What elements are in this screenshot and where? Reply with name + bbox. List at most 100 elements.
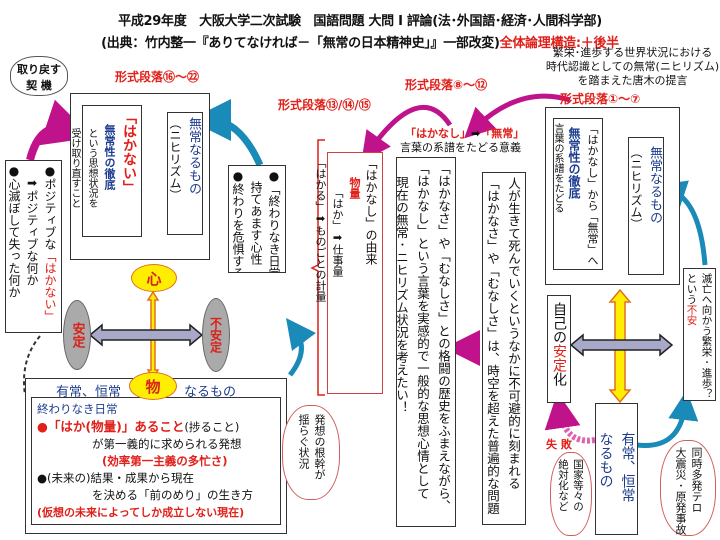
tettei-text: 無常性の徹底 — [567, 127, 581, 199]
antei-ellipse: 安定 — [63, 300, 91, 370]
hakanai-box: 「はかない」 無常性の徹底 という思想状況を 受け取り直すこと — [69, 105, 142, 237]
text: 「はかなさ」や「むなしさ」との格闘の歴史をふまえながら、 — [436, 162, 451, 512]
positive-box: ●ポジティブな「はかない」 ➡ポジティブな何か ●心滅ぼして失った何か — [5, 160, 62, 333]
text: (効率第一主義の多忙さ) — [102, 454, 228, 468]
text: (仮想の未来によってしか成立しない現在) — [37, 506, 245, 519]
magenta-curve-arrow-2 — [361, 104, 453, 163]
text: 有常、恒常 — [619, 432, 636, 502]
text: 人が生きて死んでいくというなかに不可避的に刻まれる — [506, 177, 521, 490]
magenta-curve-arrow-3 — [464, 93, 571, 139]
text: 自己の — [551, 302, 567, 344]
text: 無常なるもの — [186, 117, 201, 195]
tettei-box-right: 「はかなし」から「無常」へ 無常性の徹底 言葉の系譜をたどる — [552, 118, 603, 270]
text: 時代認識としての無常(ニヒリズム) — [545, 60, 720, 73]
text: 無常なるもの — [647, 146, 662, 224]
text: 「はかなさ」や「むなしさ」は、時空を超えた普遍的な問題 — [485, 177, 500, 515]
text: 大震災･原発事故 — [674, 447, 687, 535]
text: 繁栄･進歩する世界状況における — [552, 46, 713, 59]
narumono-label: なるもの — [184, 385, 237, 400]
text: 受け取り直すこと — [69, 128, 80, 208]
arrow-icon: ➡ — [471, 127, 481, 140]
text: 国家等々の — [572, 459, 584, 512]
text: 「はか」➡仕事量 — [329, 157, 345, 389]
text: （ニヒリズム） — [168, 117, 182, 201]
text: ●「はか(物量)」あること — [37, 419, 185, 434]
title-line-1: 平成29年度 大阪大学二次試験 国語問題 大問 Ⅰ 評論(法･外国語･経済･人間… — [118, 14, 602, 29]
yujo-label: 有常、恒常 — [56, 385, 122, 400]
text: 化 — [551, 372, 567, 386]
left-cross-arrows — [88, 290, 204, 380]
text: が第一義的に求められる発想 — [92, 437, 242, 451]
text: を決める「前のめり」の生き方 — [92, 488, 253, 502]
section-label-13-15: 形式段落⑬/⑭/⑮ — [278, 98, 371, 112]
magenta-curve-arrow — [26, 99, 93, 162]
text: ➡ポジティブな何か — [25, 164, 39, 286]
text: なるもの — [597, 432, 614, 488]
owari-naki-nichijo-box: 終わりなき日常 ●「はか(物量)」あること(捗ること) が第一義的に求められる発… — [31, 397, 281, 525]
right-cross-arrows — [569, 288, 674, 404]
text: という不安 — [685, 273, 700, 400]
text: 同時多発テロ — [690, 447, 703, 513]
mono-ellipse: 物 — [129, 372, 177, 400]
title-line-2: (出典：竹内整一『ありてなければ－「無常の日本精神史」』一部改変)全体論理構造:… — [0, 32, 720, 51]
fuan-text: 不安 — [685, 304, 698, 326]
text: 持てあます心性 — [249, 169, 263, 265]
text: ●「終わりなき日常」を — [267, 169, 281, 273]
box-title: 終わりなき日常 — [37, 402, 118, 416]
cloud-disaster: 同時多発テロ大震災･原発事故 — [660, 440, 716, 536]
text: を踏まえた唐木の提言 — [577, 74, 688, 87]
text: 安定 — [551, 344, 567, 372]
caption-keyword: 「はかなし」➡「無常」 — [405, 125, 524, 141]
kokoro-ellipse: 心 — [131, 264, 177, 292]
teal-curve-arrow — [189, 99, 264, 167]
section-label-16-22: 形式段落⑯～㉒ — [115, 70, 200, 84]
text: ●心滅ぼして失った何か — [7, 164, 21, 298]
text: ●ポジティブな「はかない」 — [42, 164, 59, 329]
cloud-nation: 国家等々の絶対化など — [550, 452, 592, 536]
text: 現在の無常･ニヒリズム状況を考えたい！ — [394, 176, 409, 414]
yujo-box-right: 有常、恒常なるもの — [595, 403, 638, 535]
section-label-1-7: 形式段落①～⑦ — [560, 92, 641, 106]
jiko-antei-box: 自己の安定化 — [547, 295, 571, 403]
butsuryo-label: 物量 — [348, 177, 361, 199]
origin-box: 「はかなし」の由来 物量 「はか」➡仕事量 「はかる」➡ものごとの計量 — [314, 152, 383, 394]
failure-label: 失 敗 — [546, 438, 572, 451]
text: 「はかる」➡ものごとの計量 — [314, 157, 327, 302]
text: 「はかない」 — [43, 250, 57, 322]
mujo-box-right: 無常なるもの （ニヒリズム） — [628, 137, 664, 275]
text: 「はかなし」 — [405, 127, 471, 140]
text: 発想の根幹が — [313, 414, 326, 480]
text: ●(未来の)結果・成果から現在 — [37, 471, 195, 485]
right-intro: 繁栄･進歩する世界状況における時代認識としての無常(ニヒリズム)を踏まえた唐木の… — [545, 46, 720, 88]
teal-curve-arrow-4 — [636, 390, 699, 448]
hakanai-text: 「はかない」 — [121, 110, 137, 194]
red-bracket — [310, 139, 325, 396]
text: 絶対化など — [557, 459, 569, 512]
text: という思想状況を — [86, 128, 97, 208]
text: ●ポジティブな — [43, 164, 57, 250]
text: 「はかなし」から「無常」へ — [586, 123, 599, 266]
text: 「はか」➡仕事量 — [331, 187, 344, 277]
mujo-box-left: 無常なるもの （ニヒリズム） — [167, 112, 203, 235]
cloud-hasso: 発想の根幹が揺らぐ状況 — [282, 405, 340, 500]
text: 「無常」 — [480, 127, 525, 140]
owari-box: ●「終わりなき日常」を 持てあます心性 ●終わりを危惧する心性 — [228, 165, 286, 273]
fuantei-ellipse: 不安定 — [202, 298, 230, 372]
cloud-trigger: 取り戻す契 機 — [10, 56, 68, 96]
text: 「はかなし」の由来 — [364, 157, 378, 265]
text: (捗ること) — [184, 420, 240, 434]
text: 「はかなし」という言葉を実感的で一般的な思想心情として — [415, 162, 430, 500]
section-label-8-12: 形式段落⑧～⑫ — [405, 78, 488, 92]
tettei-text: 無常性の徹底 — [103, 124, 116, 190]
text: という — [685, 273, 698, 305]
cloud-text: 取り戻す — [17, 63, 61, 76]
pink-curve-arrow — [544, 392, 596, 444]
text: ●終わりを危惧する心性 — [231, 169, 245, 273]
text: 言葉の系譜をたどる — [552, 123, 563, 213]
bottom-box: 有常、恒常 なるもの 終わりなき日常 ●「はか(物量)」あること(捗ること) が… — [25, 378, 287, 534]
dashed-curve-arrow — [23, 335, 41, 396]
structure-label: 全体論理構造:＋後半 — [499, 36, 620, 51]
cloud-text: 契 機 — [26, 79, 52, 92]
text: （ニヒリズム） — [629, 146, 643, 230]
